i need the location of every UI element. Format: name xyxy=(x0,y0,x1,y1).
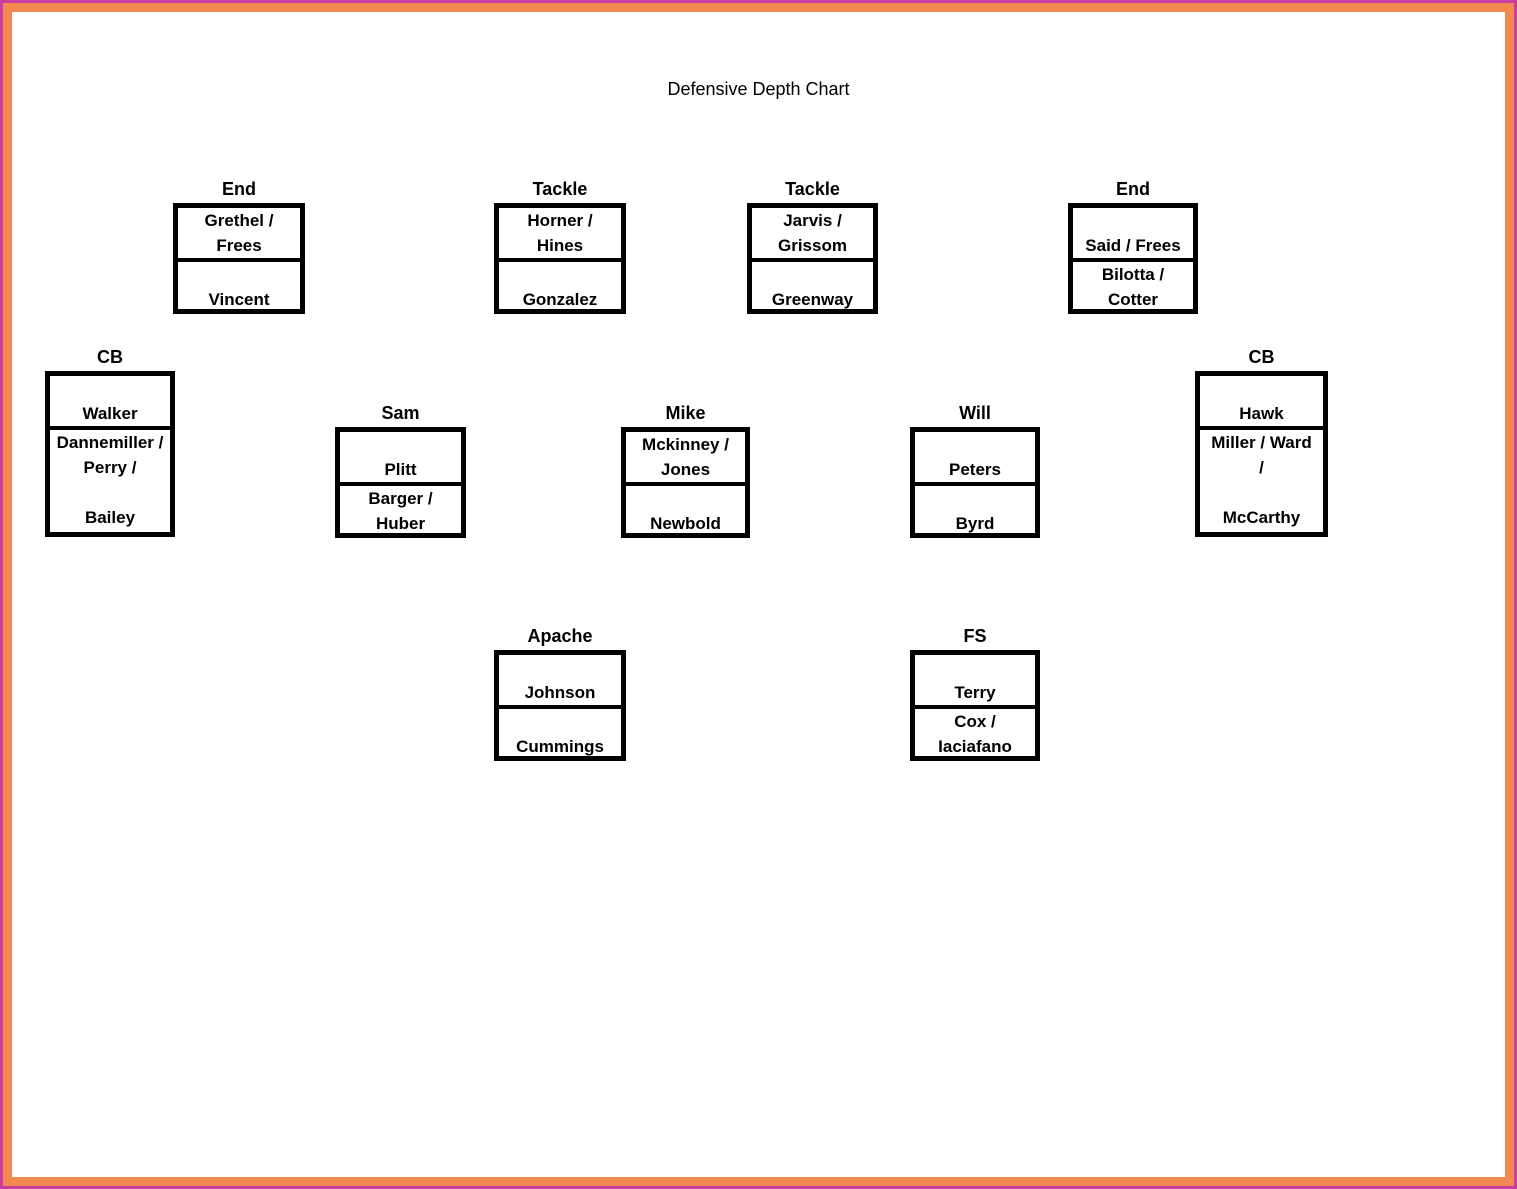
depth-box: Terry Cox / Iaciafano xyxy=(910,650,1040,761)
depth-box: Grethel / Frees Vincent xyxy=(173,203,305,314)
starter-cell: Grethel / Frees xyxy=(204,211,274,255)
position-cb-left: CB Walker Dannemiller / Perry / Bailey xyxy=(45,345,175,537)
position-fs: FS Terry Cox / Iaciafano xyxy=(910,624,1040,761)
depth-box: Johnson Cummings xyxy=(494,650,626,761)
position-label: FS xyxy=(963,626,987,646)
starter-cell: Said / Frees xyxy=(1085,236,1181,255)
backup-cell: Cox / Iaciafano xyxy=(915,705,1035,756)
position-end-right: End Said / Frees Bilotta / Cotter xyxy=(1068,177,1198,314)
position-will: Will Peters Byrd xyxy=(910,401,1040,538)
position-label: End xyxy=(222,179,256,199)
depth-box: Hawk Miller / Ward / McCarthy xyxy=(1195,371,1328,537)
position-tackle-right: Tackle Jarvis / Grissom Greenway xyxy=(747,177,878,314)
starter-cell: Mckinney / Jones xyxy=(642,435,729,479)
backup-cell: Byrd xyxy=(915,482,1035,533)
depth-box: Said / Frees Bilotta / Cotter xyxy=(1068,203,1198,314)
starter-cell: Peters xyxy=(949,460,1001,479)
depth-box: Mckinney / Jones Newbold xyxy=(621,427,750,538)
starter-cell: Walker xyxy=(82,404,138,423)
position-cb-right: CB Hawk Miller / Ward / McCarthy xyxy=(1195,345,1328,537)
position-end-left: End Grethel / Frees Vincent xyxy=(173,177,305,314)
depth-box: Horner / Hines Gonzalez xyxy=(494,203,626,314)
position-sam: Sam Plitt Barger / Huber xyxy=(335,401,466,538)
depth-box: Jarvis / Grissom Greenway xyxy=(747,203,878,314)
position-label: Will xyxy=(959,403,991,423)
position-tackle-left: Tackle Horner / Hines Gonzalez xyxy=(494,177,626,314)
position-label: CB xyxy=(1248,347,1275,367)
backup-cell: Vincent xyxy=(178,258,300,309)
depth-box: Walker Dannemiller / Perry / Bailey xyxy=(45,371,175,537)
position-label: Tackle xyxy=(532,179,588,199)
backup-cell: Cummings xyxy=(499,705,621,756)
position-apache: Apache Johnson Cummings xyxy=(494,624,626,761)
position-label: CB xyxy=(97,347,123,367)
backup-cell: Gonzalez xyxy=(499,258,621,309)
backup-cell: Dannemiller / Perry / Bailey xyxy=(50,426,170,532)
starter-cell: Hawk xyxy=(1239,404,1284,423)
starter-cell: Horner / Hines xyxy=(527,211,593,255)
backup-cell: Newbold xyxy=(626,482,745,533)
starter-cell: Plitt xyxy=(384,460,417,479)
backup-cell: Miller / Ward / McCarthy xyxy=(1200,426,1323,532)
starter-cell: Terry xyxy=(954,683,996,702)
depth-box: Peters Byrd xyxy=(910,427,1040,538)
starter-cell: Jarvis / Grissom xyxy=(778,211,847,255)
position-label: Apache xyxy=(527,626,593,646)
backup-cell: Barger / Huber xyxy=(340,482,461,533)
position-label: Mike xyxy=(665,403,706,423)
backup-cell: Bilotta / Cotter xyxy=(1073,258,1193,309)
position-label: Sam xyxy=(381,403,420,423)
position-mike: Mike Mckinney / Jones Newbold xyxy=(621,401,750,538)
position-label: End xyxy=(1116,179,1150,199)
backup-cell: Greenway xyxy=(752,258,873,309)
depth-box: Plitt Barger / Huber xyxy=(335,427,466,538)
position-label: Tackle xyxy=(785,179,840,199)
starter-cell: Johnson xyxy=(524,683,596,702)
page-title: Defensive Depth Chart xyxy=(667,79,850,99)
